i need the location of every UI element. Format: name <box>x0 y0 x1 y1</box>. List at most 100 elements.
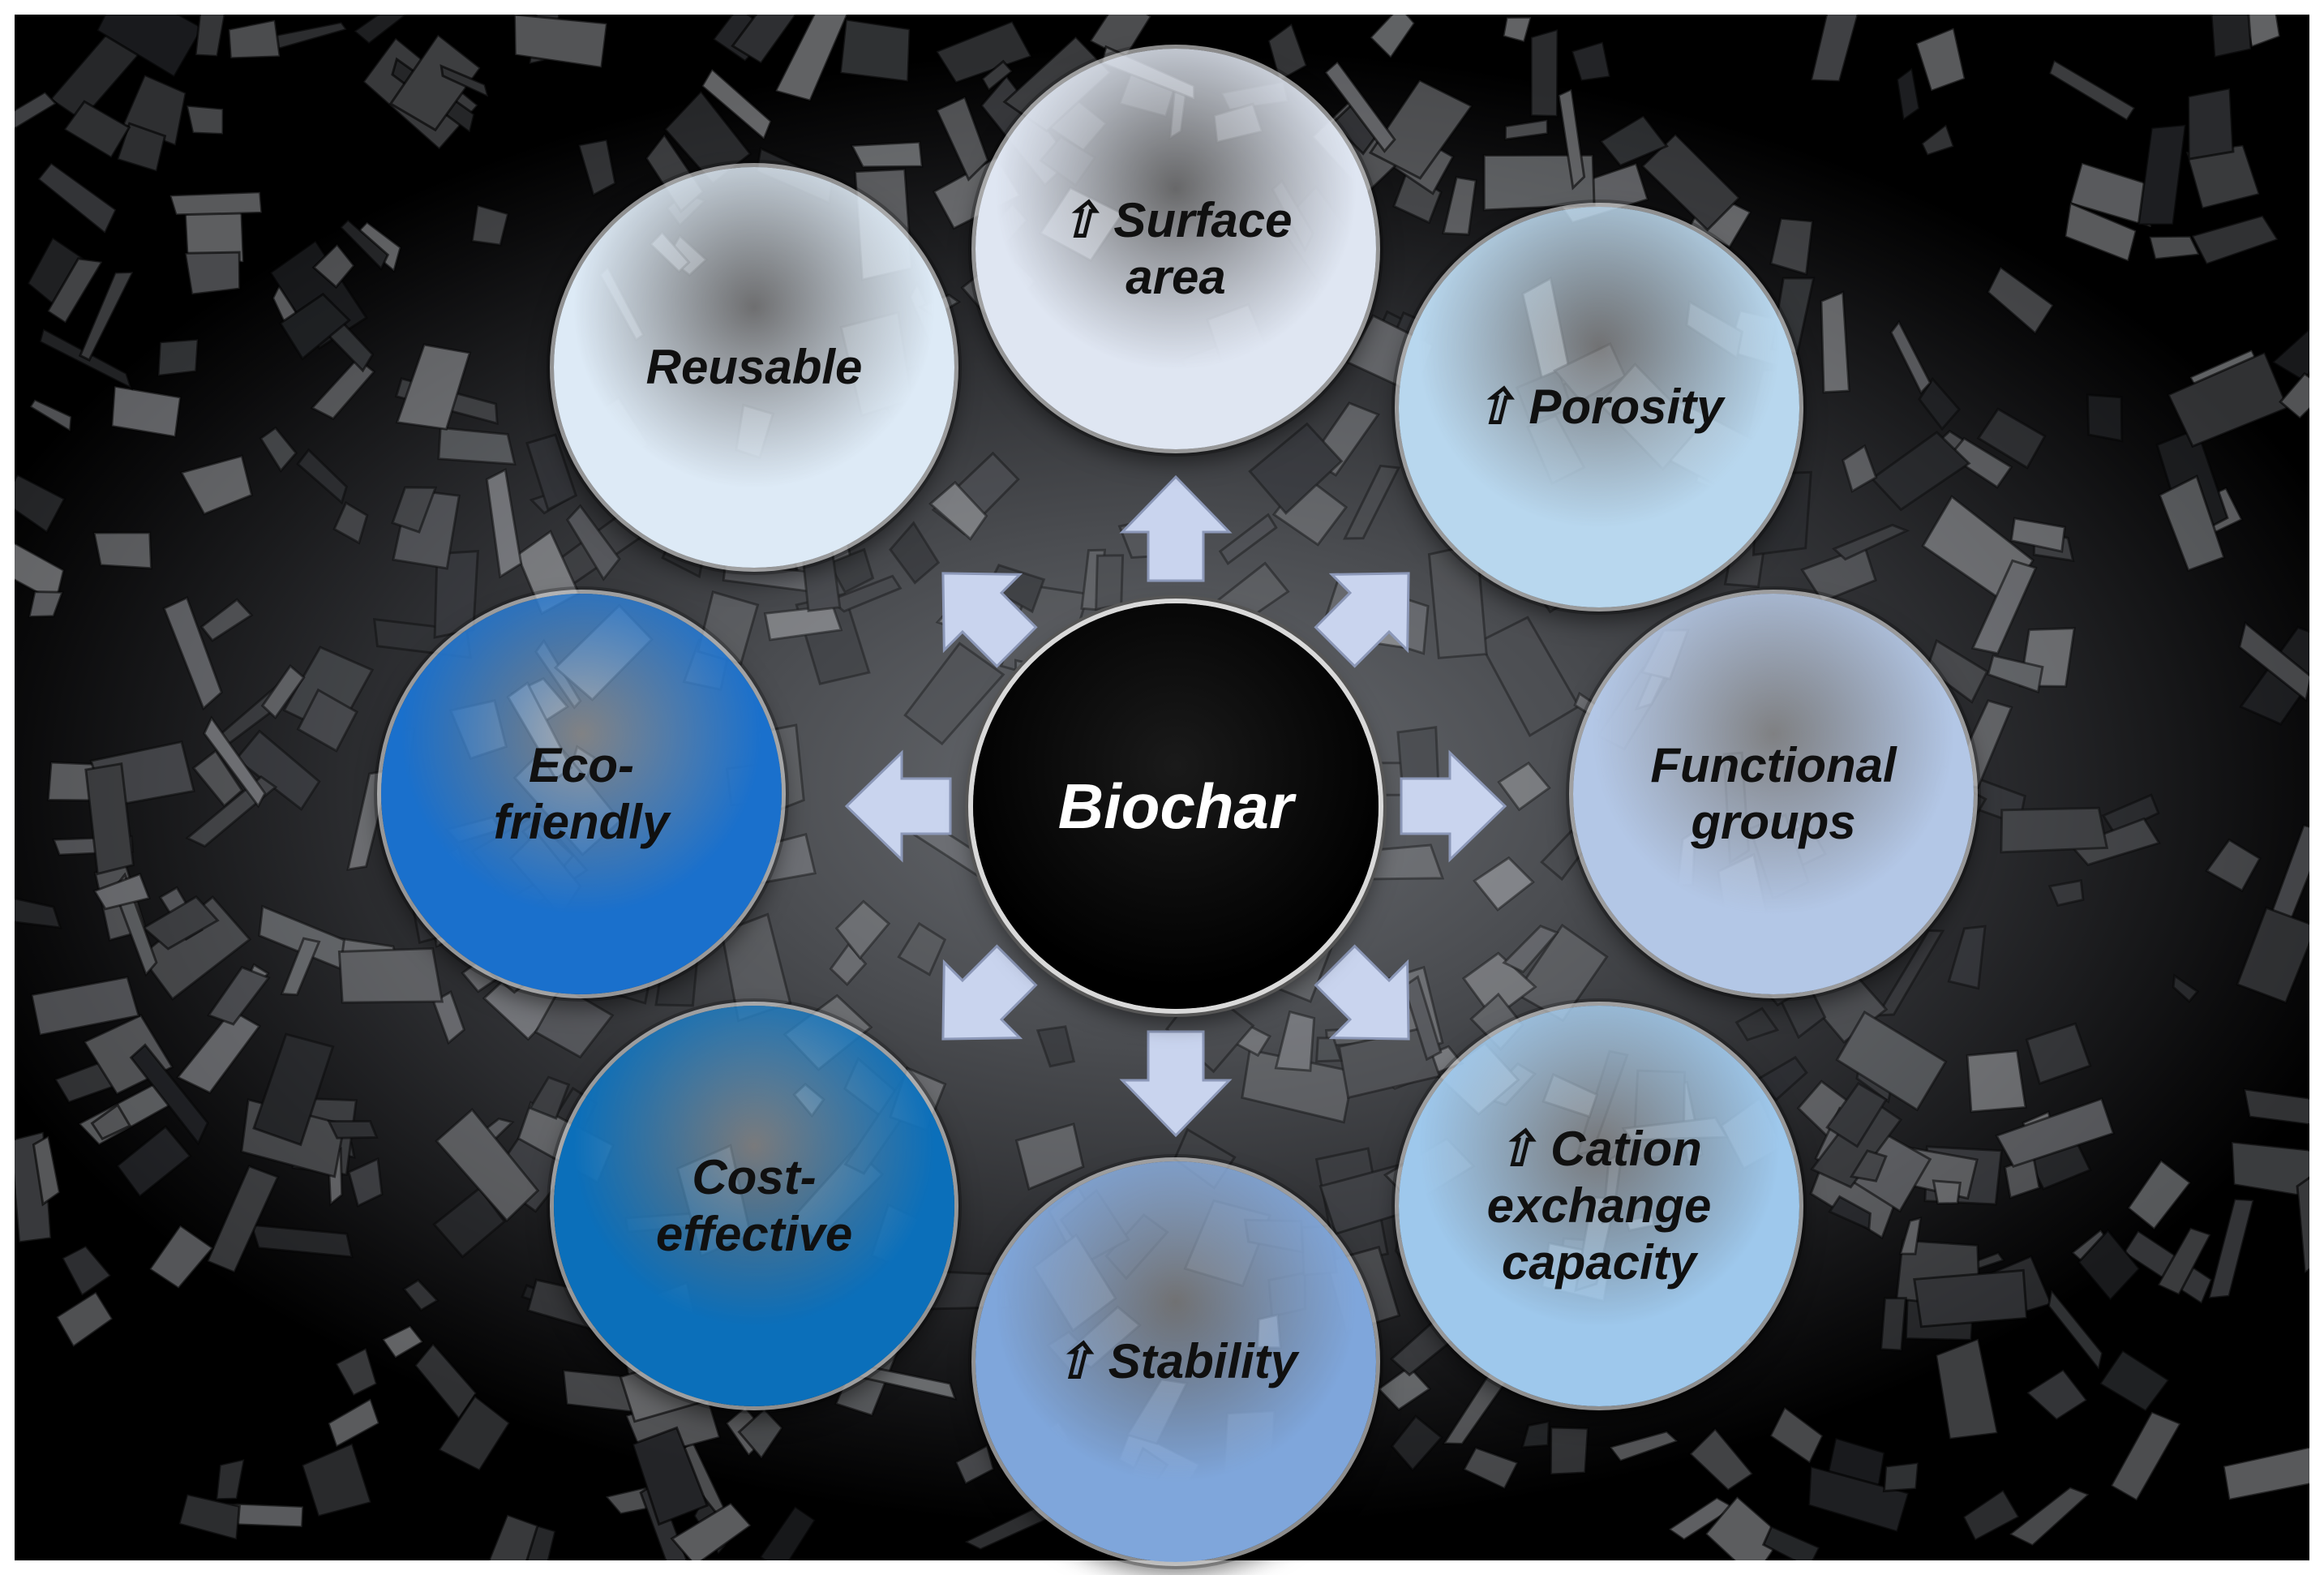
charcoal-chip <box>15 893 62 929</box>
charcoal-chip <box>129 1043 209 1146</box>
charcoal-chip <box>338 217 390 272</box>
charcoal-chip <box>2047 58 2137 122</box>
node-label-surface-area: ⇧ Surface area <box>1059 193 1293 304</box>
charcoal-chip <box>332 500 369 545</box>
charcoal-chip <box>110 384 182 439</box>
charcoal-chip <box>2047 878 2085 908</box>
charcoal-chip <box>1598 114 1669 168</box>
charcoal-chip <box>1870 431 1971 512</box>
charcoal-chip <box>1218 513 1278 566</box>
charcoal-chip <box>663 89 753 186</box>
charcoal-chip <box>1966 1049 2027 1114</box>
charcoal-chip <box>1088 15 1153 61</box>
node-label-cost-effective: Cost- effective <box>655 1150 853 1261</box>
charcoal-chip <box>60 1244 113 1298</box>
charcoal-chip <box>512 15 609 70</box>
charcoal-chip <box>737 1407 784 1461</box>
charcoal-chip <box>1376 1365 1432 1412</box>
charcoal-chip <box>15 473 66 534</box>
charcoal-chip <box>903 642 1005 746</box>
charcoal-chip <box>337 947 444 1004</box>
charcoal-chip <box>1976 407 2047 470</box>
charcoal-chip <box>1734 1006 1780 1042</box>
charcoal-chip <box>1986 654 2044 694</box>
charcoal-chip <box>175 1008 262 1095</box>
node-label-functional-groups: Functional groups <box>1650 738 1897 849</box>
charcoal-chip <box>388 32 482 132</box>
charcoal-chip <box>1503 118 1549 141</box>
charcoal-chip <box>889 521 941 585</box>
charcoal-chip <box>1014 1122 1085 1191</box>
charcoal-chip <box>1520 1419 1550 1449</box>
charcoal-chip <box>1820 290 1850 394</box>
charcoal-chip <box>954 1444 996 1486</box>
charcoal-chip <box>2098 1348 2171 1414</box>
charcoal-chip <box>1879 1297 1907 1352</box>
charcoal-chip <box>1482 153 1596 212</box>
charcoal-chip <box>2000 806 2109 854</box>
charcoal-chip <box>311 242 356 290</box>
charcoal-chip <box>670 1501 753 1560</box>
charcoal-chip <box>148 1223 215 1290</box>
charcoal-chip <box>935 592 978 629</box>
charcoal-chip <box>28 397 73 434</box>
charcoal-chip <box>758 1504 817 1560</box>
charcoal-chip <box>2205 838 2262 893</box>
charcoal-chip <box>486 1513 539 1560</box>
charcoal-chip <box>2069 817 2161 867</box>
charcoal-chip <box>2167 350 2290 448</box>
charcoal-chip <box>157 337 199 378</box>
charcoal-chip <box>177 1492 241 1542</box>
charcoal-chip <box>300 1441 373 1518</box>
charcoal-chip <box>1809 15 1864 83</box>
charcoal-chip <box>2242 1088 2309 1128</box>
charcoal-chip <box>1704 1495 1785 1560</box>
node-eco-friendly: Eco- friendly <box>381 594 782 994</box>
charcoal-chip <box>395 343 472 431</box>
charcoal-chip <box>2270 323 2309 382</box>
charcoal-chip <box>92 531 153 570</box>
center-label: Biochar <box>1057 770 1294 842</box>
charcoal-chip <box>260 663 306 720</box>
charcoal-chip <box>1461 951 1537 1021</box>
charcoal-chip <box>2064 201 2138 264</box>
charcoal-chip <box>1898 1216 1923 1255</box>
charcoal-chip <box>2236 906 2309 1005</box>
charcoal-chip <box>280 937 321 997</box>
charcoal-chip <box>1920 122 1956 157</box>
charcoal-chip <box>38 327 134 391</box>
charcoal-chip <box>528 1075 571 1120</box>
charcoal-chip <box>227 18 281 60</box>
charcoal-chip <box>1828 1195 1872 1231</box>
charcoal-chip <box>1986 264 2056 336</box>
node-porosity: ⇧ Porosity <box>1399 207 1799 607</box>
charcoal-chip <box>1640 132 1742 232</box>
node-cost-effective: Cost- effective <box>554 1006 954 1406</box>
charcoal-chip <box>185 104 225 136</box>
charcoal-chip <box>327 1397 381 1449</box>
charcoal-chip <box>413 1341 478 1422</box>
node-functional-groups: Functional groups <box>1573 594 1974 994</box>
charcoal-chip <box>1769 217 1815 277</box>
charcoal-chip <box>1343 464 1401 540</box>
charcoal-chip <box>1687 1427 1755 1492</box>
charcoal-chip <box>1925 638 1989 704</box>
charcoal-chip <box>1994 1096 2116 1168</box>
charcoal-chip <box>1918 376 1962 431</box>
charcoal-chip <box>436 1394 512 1473</box>
charcoal-chip <box>54 1290 114 1349</box>
charcoal-chip <box>2047 1287 2104 1372</box>
charcoal-chip <box>850 140 924 169</box>
charcoal-chip <box>485 467 523 579</box>
charcoal-chip <box>1368 15 1417 60</box>
charcoal-chip <box>431 989 466 1045</box>
charcoal-chip <box>234 729 321 812</box>
charcoal-chip <box>28 590 65 619</box>
charcoal-chip <box>84 762 135 876</box>
charcoal-chip <box>1769 1405 1824 1466</box>
charcoal-chip <box>774 15 854 102</box>
charcoal-chip <box>1473 856 1535 912</box>
charcoal-chip <box>199 598 254 642</box>
charcoal-chip <box>2172 973 2200 1003</box>
charcoal-chip <box>1462 1446 1520 1491</box>
